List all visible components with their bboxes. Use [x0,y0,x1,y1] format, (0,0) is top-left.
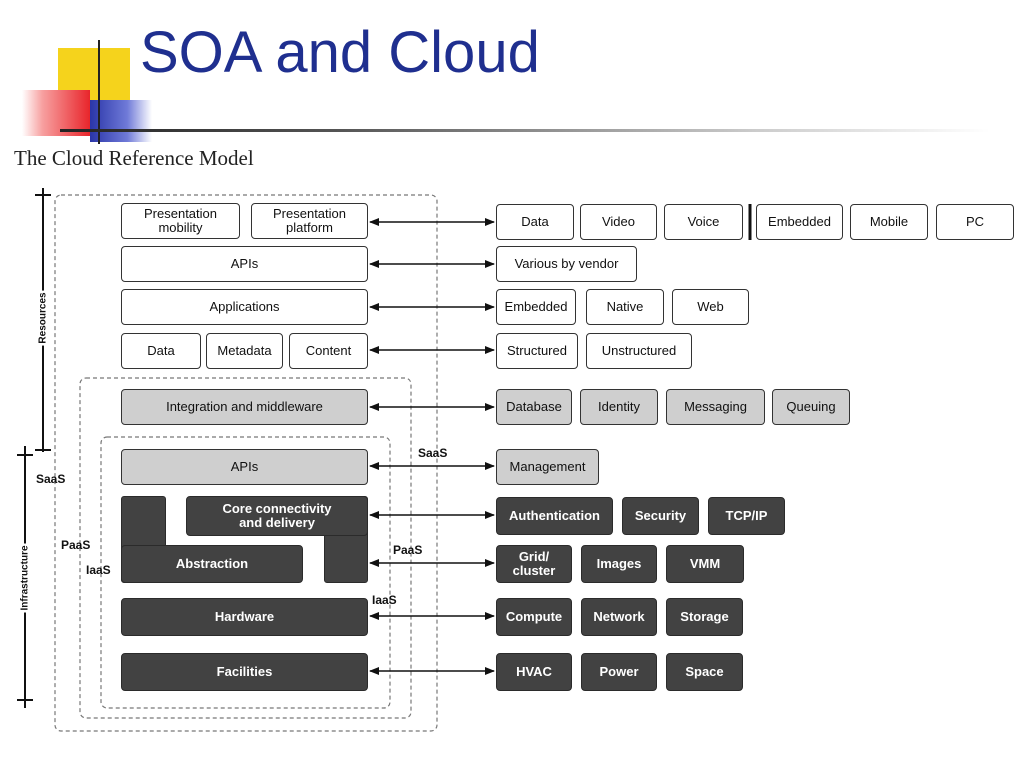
right-apps-native: Native [586,289,664,325]
box-core-connectivity: Core connectivity and delivery [186,496,368,536]
right-tcpip: TCP/IP [708,497,785,535]
paas-label-left: PaaS [61,538,91,552]
saas-region [54,194,438,732]
right-network: Network [581,598,657,636]
page-title: SOA and Cloud [140,20,540,85]
box-presentation-platform: Presentation platform [251,203,368,239]
right-apps-embedded: Embedded [496,289,576,325]
right-integration-database: Database [496,389,572,425]
deco-red-square [22,90,90,136]
deco-blue-square [90,100,152,142]
paas-label-arrow: PaaS [393,543,423,557]
box-metadata: Metadata [206,333,283,369]
box-abstraction: Abstraction [121,545,303,583]
right-security: Security [622,497,699,535]
box-presentation-mobility: Presentation mobility [121,203,240,239]
right-authentication: Authentication [496,497,613,535]
right-management: Management [496,449,599,485]
right-integration-queuing: Queuing [772,389,850,425]
right-integration-identity: Identity [580,389,658,425]
box-integration-middleware: Integration and middleware [121,389,368,425]
iaas-region [100,436,391,709]
right-hvac: HVAC [496,653,572,691]
resources-axis-label: Resources [37,290,49,346]
infrastructure-axis-label: Infrastructure [19,543,31,613]
right-integration-messaging: Messaging [666,389,765,425]
right-apis-various: Various by vendor [496,246,637,282]
right-apps-web: Web [672,289,749,325]
right-compute: Compute [496,598,572,636]
right-presentation-embedded: Embedded [756,204,843,240]
right-vmm: VMM [666,545,744,583]
box-hardware: Hardware [121,598,368,636]
right-presentation-voice: Voice [664,204,743,240]
box-applications: Applications [121,289,368,325]
right-images: Images [581,545,657,583]
right-data-structured: Structured [496,333,578,369]
box-apis-top: APIs [121,246,368,282]
right-space: Space [666,653,743,691]
box-content: Content [289,333,368,369]
box-facilities: Facilities [121,653,368,691]
box-apis-saas: APIs [121,449,368,485]
right-presentation-pc: PC [936,204,1014,240]
paas-region [79,377,412,719]
right-presentation-video: Video [580,204,657,240]
right-presentation-mobile: Mobile [850,204,928,240]
right-power: Power [581,653,657,691]
saas-label-left: SaaS [36,472,66,486]
box-data: Data [121,333,201,369]
iaas-label-arrow: IaaS [372,593,397,607]
iaas-label-left: IaaS [86,563,111,577]
diagram-subtitle: The Cloud Reference Model [14,146,254,170]
deco-vertical-line [98,40,100,144]
right-data-unstructured: Unstructured [586,333,692,369]
deco-title-underline [60,129,990,132]
right-presentation-data: Data [496,204,574,240]
saas-label-arrow: SaaS [418,446,448,460]
right-storage: Storage [666,598,743,636]
right-grid-cluster: Grid/ cluster [496,545,572,583]
